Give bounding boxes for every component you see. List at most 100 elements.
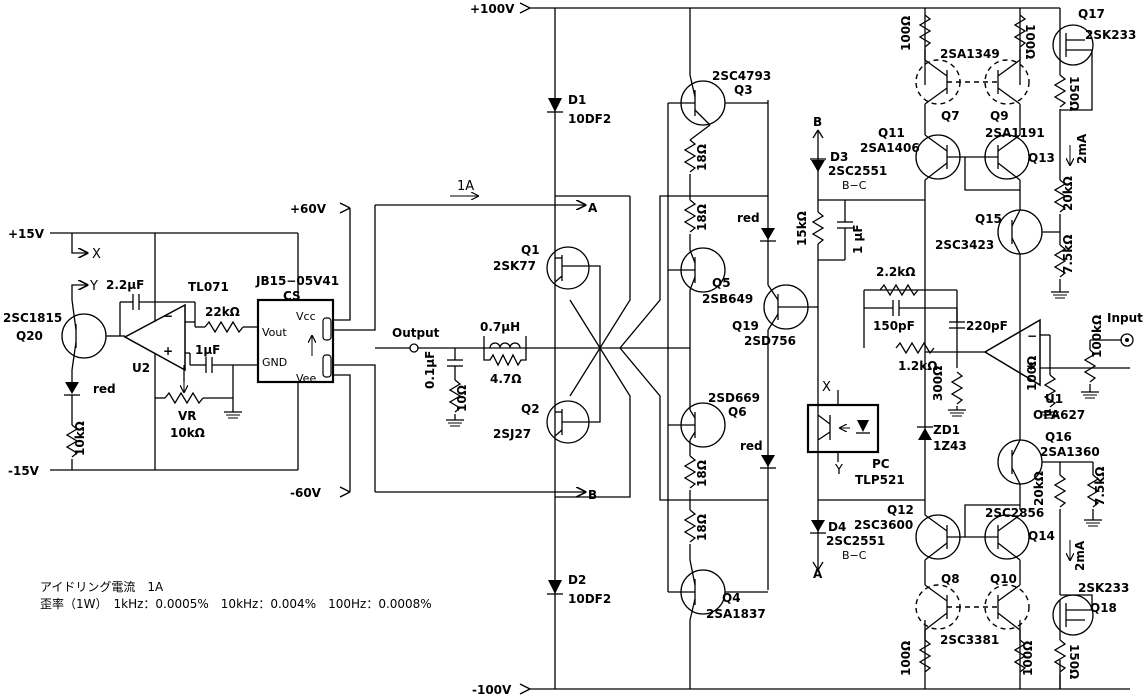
zd1-label: ZD1 [933,423,960,437]
transistor-q2: Q2 2SJ27 [493,400,590,444]
r150-q17-value: 150Ω [1067,76,1081,111]
transistor-q9: Q9 [984,59,1030,123]
q6-type: 2SD669 [708,391,760,405]
c1u-u2-value: 1μF [195,343,220,357]
q3-type: 2SC4793 [712,69,771,83]
vr-value: 10kΩ [170,426,205,440]
capacitor-2-2uf: 2.2μF [106,278,195,336]
capacitor-150pf: 150pF [864,300,957,333]
q5-type: 2SB649 [702,292,753,306]
led-upper-label: red [737,211,760,225]
q11-type: 2SA1406 [860,141,920,155]
led-red-lower: red [740,439,776,469]
resistor-100-q8: 100Ω [899,639,932,676]
inductor-0-7uh: 0.7μH [480,320,527,349]
q7-label: Q7 [941,109,960,123]
r1k2-value: 1.2kΩ [898,359,937,373]
q15-type: 2SC3423 [935,238,994,252]
resistor-100-q10: 100Ω [1013,639,1035,676]
d3-label: D3 [830,150,848,164]
q17-label: Q17 [1078,7,1105,21]
q3-label: Q3 [734,83,753,97]
r18-c-value: 18Ω [695,460,709,487]
resistor-100-q9: 100Ω [1013,14,1037,59]
d4-a-label: A [813,567,823,581]
r15k-value: 15kΩ [795,211,809,246]
note-distortion: 歪率（1W） 1kHz：0.0005% 10kHz：0.004% 100Hz：0… [40,596,432,611]
c2-2u-value: 2.2μF [106,278,144,292]
diode-d2: D2 10DF2 [547,573,611,606]
cs-type: JB15−05V41 [255,274,339,288]
r100-q10-value: 100Ω [1021,641,1035,676]
ground-vr [224,411,242,419]
r10k-q20-value: 10kΩ [73,421,87,456]
q8-q10-type: 2SC3381 [940,633,999,647]
resistor-20k-lower: 20kΩ [1032,471,1067,508]
q9-label: Q9 [990,109,1009,123]
q11-label: Q11 [878,126,905,140]
capacitor-1uf-u2: 1μF [190,343,258,373]
led-red-q20: red [64,370,116,396]
q13-type: 2SA1191 [985,126,1045,140]
led-red-upper: red [737,211,776,242]
pc-label: PC [872,457,890,471]
transistor-q20: 2SC1815 Q20 [3,299,120,371]
q1-type: 2SK77 [493,259,536,273]
rail-minus-15v-label: -15V [8,464,40,478]
current-1a-label: 1A [457,179,474,194]
transistor-q11: Q11 2SA1406 [860,126,961,181]
q6-label: Q6 [728,405,747,419]
vr-label: VR [178,409,197,423]
q14-label: Q14 [1028,529,1055,543]
r18-a-value: 18Ω [695,144,709,171]
q4-label: Q4 [722,591,741,605]
rail-plus-15v-label: +15V [8,227,45,241]
output-label: Output [392,326,440,340]
d2-type: 10DF2 [568,592,611,606]
rail-minus-100v: -100V [472,683,1130,697]
ma-lower-label: 2mA [1073,540,1087,571]
d3-type: 2SC2551 [828,164,887,178]
resistor-100-q7: 100Ω [899,14,932,51]
q2-type: 2SJ27 [493,427,531,441]
capacitor-0-1uf: 0.1μF [423,348,463,389]
ground-input [1081,391,1099,399]
resistor-2k2: 2.2kΩ [876,265,919,297]
d1-label: D1 [568,93,586,107]
led-q20-label: red [93,382,116,396]
q20-y-label: Y [89,279,98,294]
node-a-label: A [588,201,598,215]
resistor-15k: 15kΩ [795,211,825,246]
rail-plus-100v-label: +100V [470,2,515,16]
transistor-q6: 2SD669 Q6 [668,391,760,448]
r22k-value: 22kΩ [205,305,240,319]
r100k-value: 100kΩ [1090,315,1104,358]
input-label: Input [1107,311,1143,325]
ground-lower-right [1084,519,1102,527]
c0-1u-value: 0.1μF [423,351,437,389]
r7k5-upper-value: 7.5kΩ [1061,235,1075,274]
resistor-18-d: 18Ω [683,509,709,543]
u1-label: U1 [1045,392,1063,406]
q8-label: Q8 [941,572,960,586]
r18-b-value: 18Ω [695,204,709,231]
transistor-q18: 2SK233 Q18 [1052,581,1129,636]
resistor-22k: 22kΩ [195,305,258,334]
rail-minus-60v-label: -60V [290,486,322,500]
pc-y-label: Y [834,463,843,478]
transistor-q8: Q8 [915,572,961,631]
transistor-q5: Q5 2SB649 [668,247,753,306]
transistor-q12: Q12 2SC3600 [854,503,961,561]
pc-x-label: X [822,380,831,395]
r10-output-value: 10Ω [455,385,469,412]
zd1-type: 1Z43 [933,439,967,453]
transistor-q16: Q16 2SA1360 [997,430,1100,485]
q13-label: Q13 [1028,151,1055,165]
r100-q8-value: 100Ω [899,641,913,676]
transistor-q13: 2SA1191 Q13 [984,126,1055,181]
r2k2-value: 2.2kΩ [876,265,915,279]
transistor-q19: Q19 2SD756 [732,284,815,348]
opamp-u2: − + U2 TL071 [123,280,229,375]
ground-300 [948,409,966,417]
